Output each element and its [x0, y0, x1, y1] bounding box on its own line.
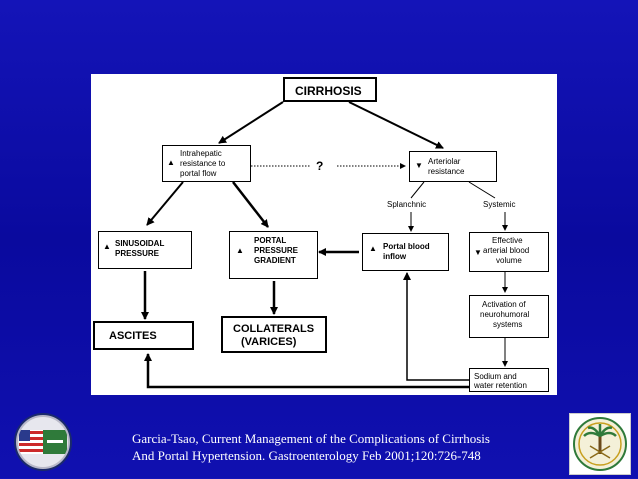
collaterals-line2: (VARICES) — [241, 336, 297, 348]
arrow-cirrhosis-to-arteriolar — [348, 101, 444, 149]
activation-neurohumoral-box: Activation of neurohumoral systems — [469, 295, 549, 338]
intrahepatic-line1: Intrahepatic — [180, 149, 222, 158]
cirrhosis-flow-diagram: CIRRHOSIS ▲ Intrahepatic resistance to p… — [91, 74, 557, 395]
portal-pressure-gradient-box: ▲ PORTAL PRESSURE GRADIENT — [229, 231, 318, 279]
palm-seal-icon — [573, 417, 627, 471]
effective-line1: Effective — [492, 236, 523, 245]
flag-emblem-icon — [14, 413, 72, 471]
citation-line2: And Portal Hypertension. Gastroenterolog… — [132, 448, 481, 463]
portal-blood-inflow-box: ▲ Portal blood inflow — [362, 233, 449, 271]
down-arrow-icon: ▼ — [474, 248, 482, 257]
sodium-line1: Sodium and — [474, 372, 517, 381]
arrow-intrahepatic-to-sinusoidal — [146, 181, 184, 226]
arrow-sodium-to-portal-blood — [403, 272, 469, 381]
portal-pressure-line2: PRESSURE — [254, 246, 299, 255]
sodium-line2: water retention — [474, 381, 527, 390]
intrahepatic-resistance-box: ▲ Intrahepatic resistance to portal flow — [162, 145, 251, 182]
collaterals-box: COLLATERALS (VARICES) — [221, 316, 327, 353]
up-arrow-icon: ▲ — [236, 246, 244, 255]
arteriolar-line1: Arteriolar — [428, 157, 461, 166]
arrow-sodium-to-ascites — [144, 353, 469, 389]
effective-line2: arterial blood — [483, 246, 530, 255]
question-mark: ? — [316, 159, 324, 173]
cirrhosis-box: CIRRHOSIS — [283, 77, 377, 102]
up-arrow-icon: ▲ — [167, 158, 175, 167]
effective-arterial-volume-box: ▼ Effective arterial blood volume — [469, 232, 549, 272]
connector-arrows — [141, 101, 508, 389]
citation: Garcia-Tsao, Current Management of the C… — [132, 430, 552, 464]
intrahepatic-line3: portal flow — [180, 169, 217, 178]
portal-pressure-line1: PORTAL — [254, 236, 287, 245]
arrow-intrahepatic-to-portal-pressure — [232, 181, 269, 228]
sinusoidal-line2: PRESSURE — [115, 249, 160, 258]
palm-emblem-icon — [569, 413, 631, 475]
citation-line1: Garcia-Tsao, Current Management of the C… — [132, 431, 490, 446]
sinusoidal-pressure-box: ▲ SINUSOIDAL PRESSURE — [98, 231, 192, 269]
portal-blood-line1: Portal blood — [383, 242, 430, 251]
line-arteriolar-to-systemic — [468, 181, 496, 199]
cirrhosis-label: CIRRHOSIS — [295, 84, 362, 98]
sodium-water-retention-box: Sodium and water retention — [469, 368, 549, 392]
intrahepatic-line2: resistance to — [180, 159, 226, 168]
splanchnic-label: Splanchnic — [387, 200, 427, 209]
ascites-label: ASCITES — [109, 330, 157, 342]
down-arrow-icon: ▼ — [415, 161, 423, 170]
effective-line3: volume — [496, 256, 522, 265]
activation-line1: Activation of — [482, 300, 526, 309]
activation-line2: neurohumoral — [480, 310, 530, 319]
portal-pressure-line3: GRADIENT — [254, 256, 296, 265]
arrow-cirrhosis-to-intrahepatic — [218, 101, 284, 144]
ascites-box: ASCITES — [93, 321, 194, 350]
arteriolar-resistance-box: ▼ Arteriolar resistance — [409, 151, 497, 182]
activation-line3: systems — [493, 320, 523, 329]
arteriolar-line2: resistance — [428, 167, 465, 176]
sinusoidal-line1: SINUSOIDAL — [115, 239, 165, 248]
systemic-label: Systemic — [483, 200, 516, 209]
collaterals-line1: COLLATERALS — [233, 323, 315, 335]
line-arteriolar-to-splanchnic — [410, 181, 425, 199]
up-arrow-icon: ▲ — [369, 244, 377, 253]
portal-blood-line2: inflow — [383, 252, 407, 261]
up-arrow-icon: ▲ — [103, 242, 111, 251]
